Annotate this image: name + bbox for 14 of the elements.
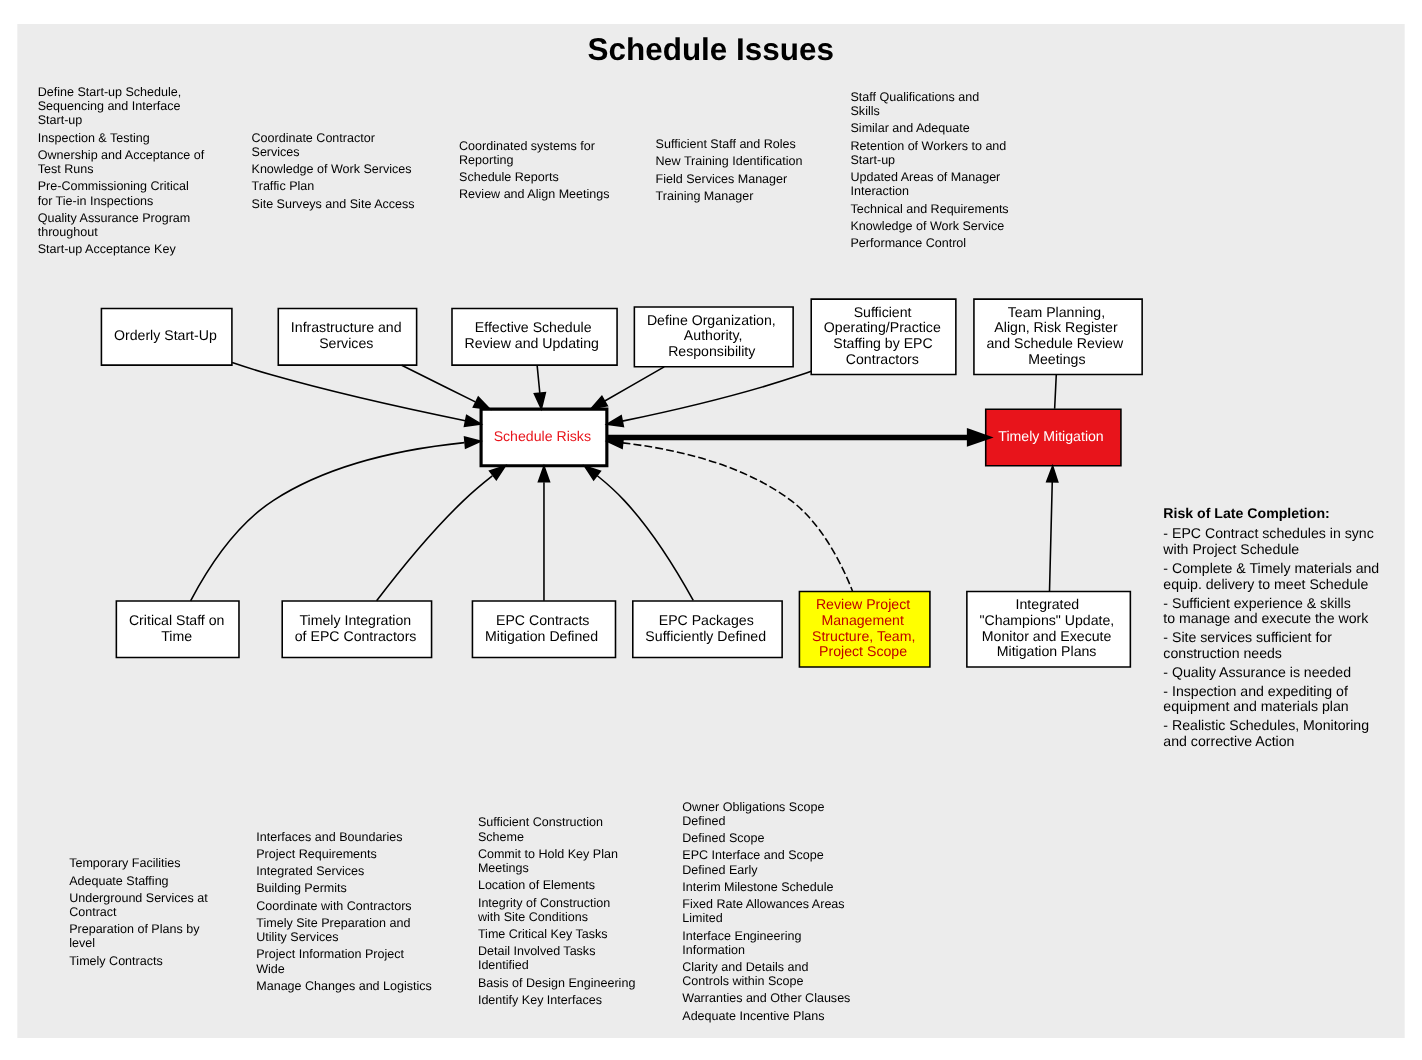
arrow — [400, 363, 493, 410]
arrow — [537, 462, 551, 601]
arrow — [607, 427, 994, 446]
arrow — [375, 463, 508, 601]
arrow — [588, 365, 665, 410]
arrow — [582, 463, 695, 601]
arrow — [604, 369, 812, 427]
diagram-title: Schedule Issues — [587, 33, 834, 68]
connector — [1053, 372, 1058, 409]
arrow — [189, 435, 484, 601]
arrow — [604, 435, 854, 591]
arrow — [1045, 462, 1059, 591]
arrow — [231, 360, 484, 427]
arrow — [533, 363, 547, 411]
